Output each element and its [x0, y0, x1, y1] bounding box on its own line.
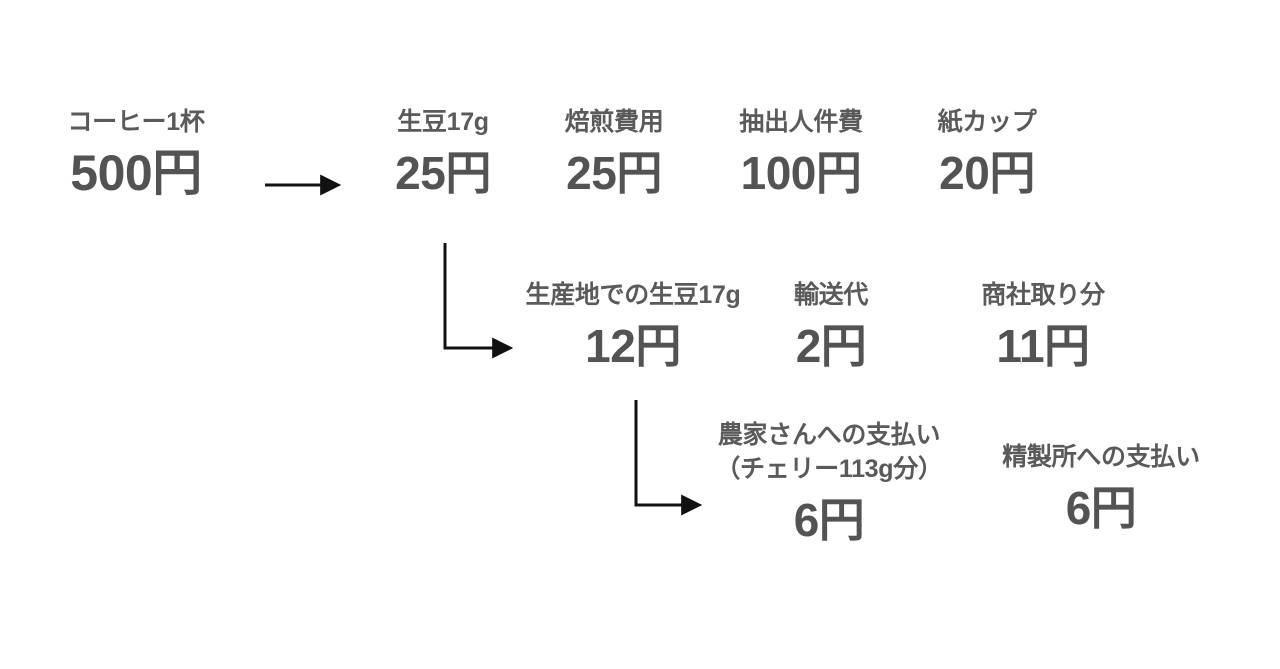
node-paper-cup: 紙カップ 20円	[938, 105, 1037, 201]
node-value: 20円	[939, 147, 1035, 199]
node-mill-payment: 精製所への支払い 6円	[1002, 440, 1200, 536]
node-farmer-payment: 農家さんへの支払い （チェリー113g分） 6円	[715, 418, 943, 548]
node-label: 輸送代	[793, 281, 869, 309]
node-label-line-2: （チェリー113g分）	[715, 455, 943, 483]
arrow-origin-beans-to-tier3	[634, 400, 703, 516]
arrow-beans-to-tier2	[443, 243, 514, 359]
node-value: 6円	[1065, 482, 1137, 534]
node-value: 2円	[795, 320, 867, 372]
node-value: 100円	[740, 147, 862, 199]
node-value: 25円	[395, 147, 491, 199]
node-label: 抽出人件費	[739, 108, 863, 136]
node-value: 12円	[585, 320, 681, 372]
node-label: 生産地での生豆17g	[525, 281, 741, 309]
node-label: 紙カップ	[937, 108, 1037, 136]
node-label: コーヒー1杯	[67, 108, 205, 136]
node-brewing-labor-cost: 抽出人件費 100円	[739, 105, 863, 201]
node-green-beans: 生豆17g 25円	[395, 105, 491, 201]
node-label-line-1: 精製所への支払い	[1002, 443, 1200, 471]
node-origin-green-beans: 生産地での生豆17g 12円	[525, 278, 740, 374]
node-value: 500円	[70, 145, 202, 201]
node-coffee-cup: コーヒー1杯 500円	[67, 105, 204, 201]
node-value: 25円	[566, 147, 662, 199]
node-transport-cost: 輸送代 2円	[794, 278, 868, 374]
node-roasting-cost: 焙煎費用 25円	[565, 105, 664, 201]
node-value: 6円	[793, 494, 865, 546]
node-label: 生豆17g	[397, 108, 489, 136]
node-value: 11円	[996, 320, 1090, 372]
node-label-line-1: 農家さんへの支払い	[717, 421, 941, 449]
node-label: 焙煎費用	[564, 108, 664, 136]
node-label: 商社取り分	[981, 281, 1105, 309]
node-trading-company-share: 商社取り分 11円	[981, 278, 1105, 374]
